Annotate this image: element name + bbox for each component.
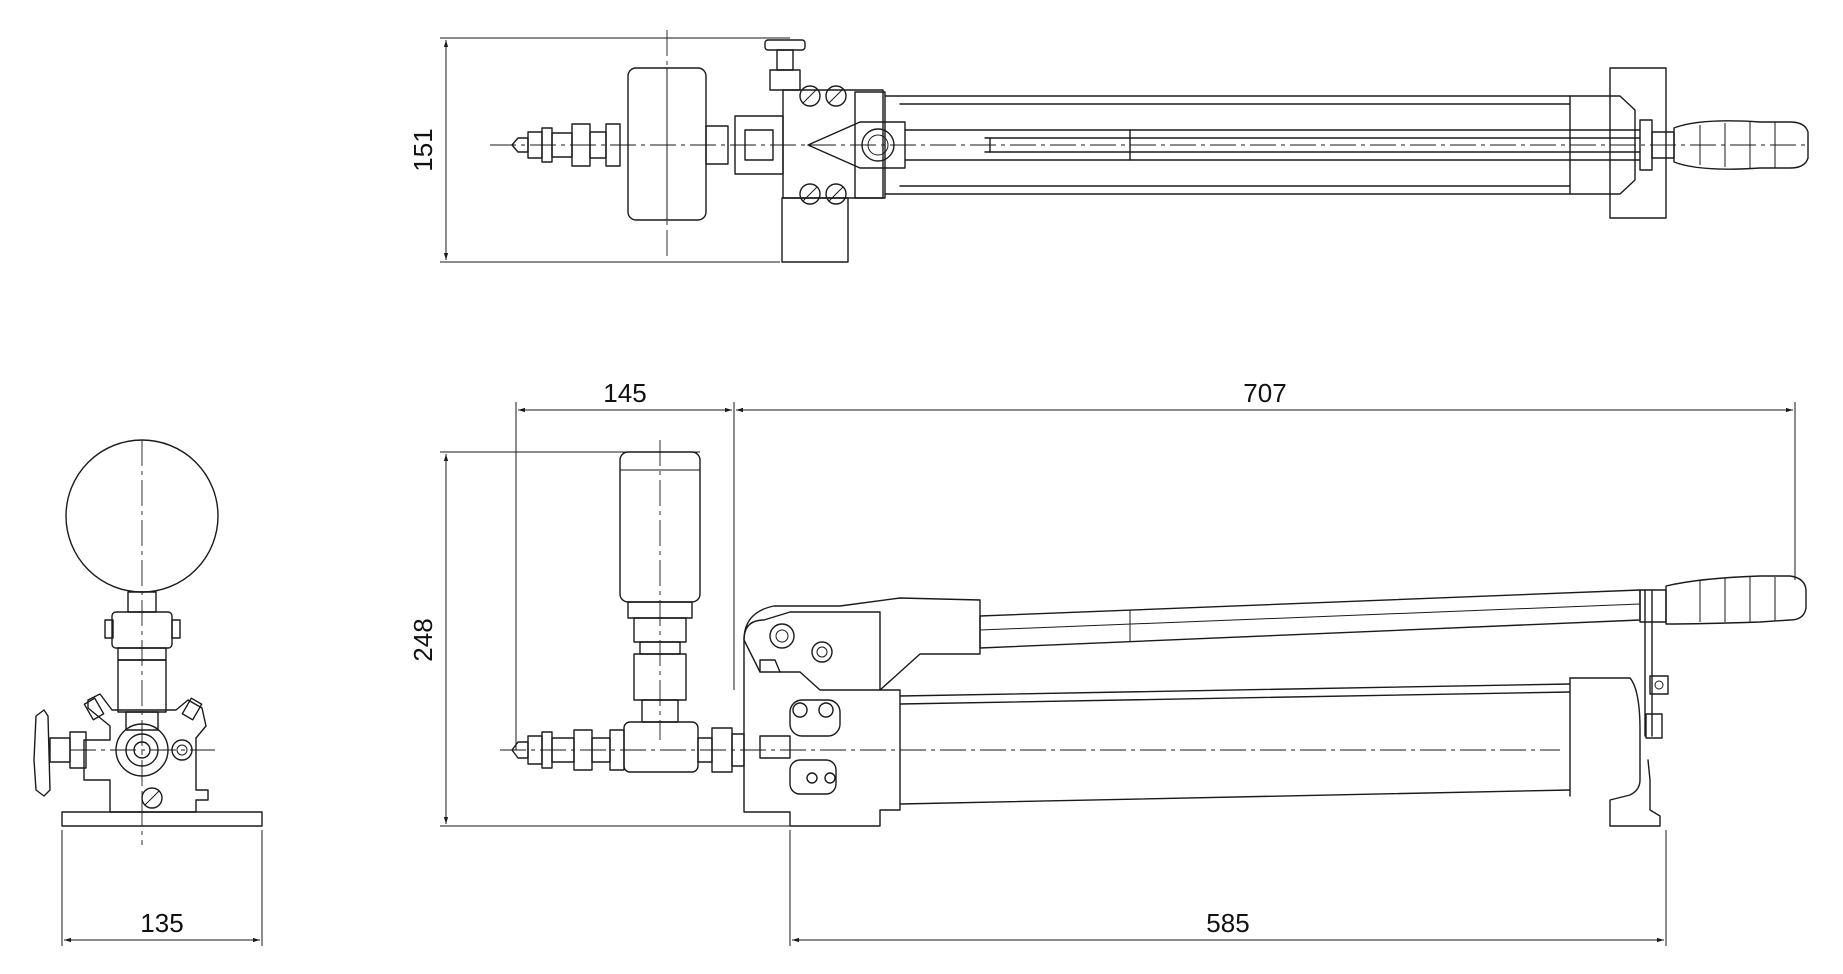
side-view-reservoir (899, 589, 1669, 827)
side-view: 145 707 248 585 (408, 378, 1807, 946)
top-view-handle-lever (904, 129, 1641, 161)
dim-145: 145 (515, 378, 735, 750)
dim-585: 585 (789, 830, 1667, 946)
top-view-reservoir (884, 95, 1571, 195)
front-view: 135 (33, 439, 263, 946)
dim-151-label: 151 (408, 128, 438, 171)
top-view-valve-block (734, 39, 906, 263)
dim-707-label: 707 (1243, 378, 1286, 408)
front-view-base-plate (61, 811, 263, 827)
front-view-valve-body (83, 693, 209, 813)
side-view-pump-body (743, 597, 981, 827)
front-view-valve-knob (33, 709, 87, 797)
top-view-grip (1651, 120, 1809, 170)
side-view-grip (1639, 575, 1807, 625)
dim-151: 151 (408, 37, 790, 263)
side-view-coupling (511, 721, 745, 773)
dim-145-label: 145 (603, 378, 646, 408)
top-view: 151 (408, 30, 1810, 263)
dim-248-label: 248 (408, 618, 438, 661)
dim-135: 135 (61, 830, 263, 946)
dim-585-label: 585 (1206, 908, 1249, 938)
side-view-handle-lever (979, 589, 1641, 649)
top-view-coupling (511, 123, 630, 167)
dim-135-label: 135 (140, 908, 183, 938)
top-view-gauge (627, 67, 729, 221)
front-view-gauge-stem (104, 591, 181, 731)
dim-707: 707 (736, 378, 1796, 580)
dim-248: 248 (408, 451, 800, 827)
